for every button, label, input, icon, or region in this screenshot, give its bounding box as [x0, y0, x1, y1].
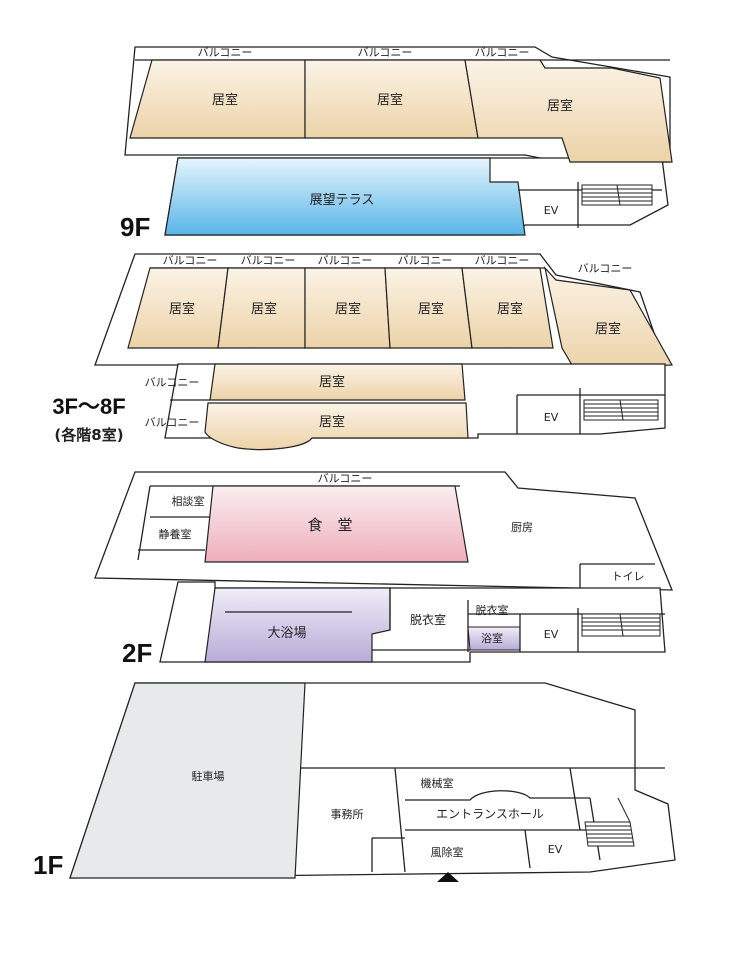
ev-label-9f: EV: [544, 204, 559, 217]
balcony-3f-6: バルコニー: [578, 262, 633, 275]
room-label-3f-6: 居室: [595, 321, 621, 337]
balcony-3f-1: バルコニー: [163, 254, 218, 267]
room-label-3f-3: 居室: [335, 301, 361, 317]
toilet-label: トイレ: [612, 570, 645, 583]
large-bath: [204, 587, 391, 663]
room-3f-6: [543, 265, 673, 371]
balcony-9f-2: バルコニー: [358, 46, 413, 59]
floor-label-9f: 9F: [120, 212, 150, 242]
dining-hall: [204, 485, 469, 563]
balcony-3f-2: バルコニー: [241, 254, 296, 267]
floor-2f: バルコニー 相談室 静養室 食 堂 厨房 トイレ 大浴場 脱衣室 脱衣室 浴室 …: [94, 471, 673, 668]
parking-label: 駐車場: [192, 769, 225, 783]
room-label-3f-2: 居室: [251, 301, 277, 317]
floor-label-2f: 2F: [122, 638, 152, 668]
room-label-3f-7: 居室: [319, 374, 345, 390]
consultation-room-label: 相談室: [172, 494, 205, 508]
office-label: 事務所: [331, 807, 364, 821]
floor-sub-label-3f8f: (各階8室): [54, 426, 123, 444]
observation-terrace: [164, 157, 526, 236]
stairs-icon: [581, 613, 661, 637]
balcony-3f-lower-2: バルコニー: [145, 416, 200, 429]
room-label-3f-4: 居室: [418, 301, 444, 317]
room-3f-7: [209, 363, 466, 401]
parking-area: [69, 682, 306, 879]
balcony-3f-lower-1: バルコニー: [145, 376, 200, 389]
ev-label-3f: EV: [544, 411, 559, 424]
room-label-9f-2: 居室: [377, 92, 403, 108]
rest-room-label: 静養室: [159, 527, 192, 541]
entrance-arrow-icon: [437, 872, 459, 882]
floor-9f: バルコニー バルコニー バルコニー 居室 居室 居室 展望テラス EV 9F: [120, 46, 673, 242]
room-label-9f-1: 居室: [212, 92, 238, 108]
windbreak-room-label: 風除室: [431, 845, 464, 859]
room-3f-5: [461, 267, 554, 349]
balcony-2f: バルコニー: [318, 472, 373, 485]
stairs-icon: [581, 184, 653, 206]
stairs-icon: [584, 797, 635, 847]
small-bath-label: 浴室: [481, 631, 503, 645]
balcony-3f-3: バルコニー: [318, 254, 373, 267]
floor-1f: 駐車場 機械室 事務所 エントランスホール 風除室 EV 1F: [33, 682, 676, 882]
room-label-3f-1: 居室: [169, 301, 195, 317]
room-label-3f-8: 居室: [319, 414, 345, 430]
room-3f-8: [204, 402, 469, 451]
ev-label-1f: EV: [548, 843, 563, 856]
ev-label-2f: EV: [544, 628, 559, 641]
large-bath-label: 大浴場: [267, 626, 306, 641]
floor-3f-8f: バルコニー バルコニー バルコニー バルコニー バルコニー バルコニー 居室 居…: [52, 253, 673, 451]
dining-hall-label: 食 堂: [307, 516, 352, 534]
entrance-hall-label: エントランスホール: [436, 807, 544, 821]
kitchen-label: 厨房: [511, 521, 533, 534]
dressing-room-2-label: 脱衣室: [476, 603, 509, 617]
balcony-3f-4: バルコニー: [398, 254, 453, 267]
room-label-9f-3: 居室: [547, 98, 573, 114]
room-9f-3: [464, 59, 673, 163]
balcony-3f-5: バルコニー: [475, 254, 530, 267]
room-label-3f-5: 居室: [497, 301, 523, 317]
dressing-room-1-label: 脱衣室: [410, 612, 446, 627]
terrace-label: 展望テラス: [310, 192, 375, 208]
floor-label-3f8f: 3F〜8F: [52, 394, 125, 419]
floor-label-1f: 1F: [33, 850, 63, 880]
balcony-9f-3: バルコニー: [475, 46, 530, 59]
machine-room-label: 機械室: [421, 776, 454, 790]
stairs-icon: [583, 399, 659, 421]
balcony-9f-1: バルコニー: [198, 46, 253, 59]
